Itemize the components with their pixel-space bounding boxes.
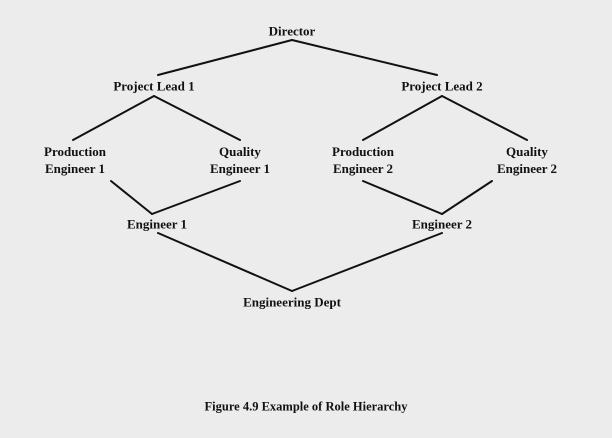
role-quality-engineer-2-line-1: Quality [506, 144, 548, 159]
role-director: Director [269, 23, 316, 40]
edge-production-engineer-1-to-engineer-1 [110, 180, 153, 215]
role-project-lead-1-label: Project Lead 1 [113, 78, 195, 94]
role-engineering-dept-label: Engineering Dept [243, 294, 341, 310]
role-project-lead-1: Project Lead 1 [113, 78, 194, 95]
role-engineer-2-label: Engineer 2 [411, 216, 473, 232]
role-engineer-1-label: Engineer 1 [126, 216, 188, 232]
role-quality-engineer-1-line-1: Quality [219, 144, 261, 159]
edge-engineer-2-to-engineering-dept [291, 232, 443, 292]
role-production-engineer-1: Production Engineer 1 [44, 143, 106, 177]
edge-engineer-1-to-engineering-dept [157, 232, 293, 292]
edge-director-to-project-lead-2 [291, 39, 438, 76]
role-production-engineer-2-line-1: Production [332, 144, 394, 159]
edge-project-lead-1-to-production-engineer-1 [72, 95, 155, 141]
role-production-engineer-2: Production Engineer 2 [332, 143, 394, 177]
role-quality-engineer-2: Quality Engineer 2 [497, 143, 557, 177]
edge-quality-engineer-2-to-engineer-2 [441, 180, 493, 215]
role-project-lead-2-label: Project Lead 2 [401, 78, 483, 94]
role-quality-engineer-2-line-2: Engineer 2 [496, 161, 558, 176]
edge-production-engineer-2-to-engineer-2 [362, 180, 443, 215]
role-engineer-1: Engineer 1 [127, 216, 187, 233]
edge-project-lead-2-to-production-engineer-2 [362, 95, 443, 141]
edge-project-lead-1-to-quality-engineer-1 [153, 95, 241, 141]
role-production-engineer-1-line-2: Engineer 1 [44, 161, 106, 176]
edge-project-lead-2-to-quality-engineer-2 [441, 95, 528, 141]
role-production-engineer-1-line-1: Production [44, 144, 106, 159]
role-production-engineer-2-line-2: Engineer 2 [332, 161, 394, 176]
role-director-label: Director [268, 23, 316, 39]
role-project-lead-2: Project Lead 2 [401, 78, 482, 95]
role-engineering-dept: Engineering Dept [243, 294, 341, 311]
role-quality-engineer-1: Quality Engineer 1 [210, 143, 270, 177]
edge-quality-engineer-1-to-engineer-1 [151, 180, 241, 215]
figure-caption: Figure 4.9 Example of Role Hierarchy [204, 399, 408, 414]
role-quality-engineer-1-line-2: Engineer 1 [209, 161, 271, 176]
edge-director-to-project-lead-1 [157, 39, 293, 76]
role-engineer-2: Engineer 2 [412, 216, 472, 233]
